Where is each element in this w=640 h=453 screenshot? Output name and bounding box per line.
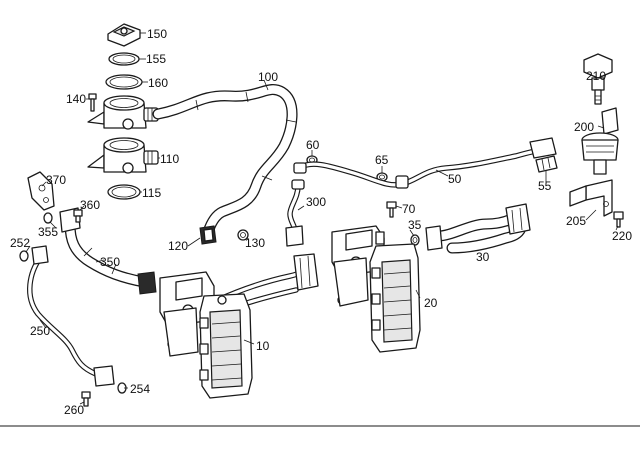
callout-60: 60 [306, 138, 320, 152]
part-252 [19, 250, 29, 262]
callout-55: 55 [538, 179, 552, 193]
callout-205: 205 [566, 214, 586, 228]
callout-160: 160 [148, 76, 168, 90]
callout-70: 70 [402, 202, 416, 216]
callout-140: 140 [66, 92, 86, 106]
part-200 [581, 107, 619, 175]
part-100-hose [152, 84, 298, 238]
part-35 [410, 234, 420, 246]
part-300 [285, 179, 305, 247]
part-120 [199, 225, 217, 245]
part-210 [583, 53, 613, 105]
part-360 [73, 209, 83, 223]
part-370 [27, 171, 55, 211]
part-350-hose [59, 207, 157, 295]
part-160 [105, 74, 143, 90]
callout-254: 254 [130, 382, 150, 396]
callout-250: 250 [30, 324, 50, 338]
callout-355: 355 [38, 225, 58, 239]
part-30-hose [425, 203, 531, 254]
callout-130: 130 [245, 236, 265, 250]
part-250-pipe [27, 245, 115, 387]
part-115 [107, 184, 141, 200]
callout-155: 155 [146, 52, 166, 66]
callout-50: 50 [448, 172, 462, 186]
part-140 [88, 93, 97, 112]
callout-220: 220 [612, 229, 632, 243]
callout-300: 300 [306, 195, 326, 209]
part-355 [43, 212, 53, 224]
leader-lines [25, 32, 619, 405]
callout-120: 120 [168, 239, 188, 253]
callout-360: 360 [80, 198, 100, 212]
callout-35: 35 [408, 218, 422, 232]
callout-20: 20 [424, 296, 438, 310]
callout-115: 115 [142, 186, 161, 200]
thermostat-housing-upper [87, 95, 159, 130]
part-150 [107, 23, 141, 47]
part-70 [386, 201, 397, 218]
callout-10: 10 [256, 339, 270, 353]
callout-30: 30 [476, 250, 490, 264]
callout-65: 65 [375, 153, 389, 167]
callout-350: 350 [100, 255, 120, 269]
callout-210: 210 [586, 69, 606, 83]
part-50-pipe [293, 137, 557, 189]
part-130 [237, 229, 249, 241]
part-20 [331, 225, 421, 353]
callout-252: 252 [10, 236, 30, 250]
callout-110: 110 [160, 152, 179, 166]
part-110 [87, 137, 159, 174]
part-220 [613, 211, 624, 228]
callout-260: 260 [64, 403, 84, 417]
part-155 [108, 52, 140, 66]
callout-150: 150 [147, 27, 167, 41]
callout-200: 200 [574, 120, 594, 134]
callout-100: 100 [258, 70, 278, 84]
part-10 [159, 253, 319, 399]
callout-370: 370 [46, 173, 66, 187]
part-205 [569, 179, 613, 217]
callout-labels: 150 155 160 140 110 115 100 120 130 60 6… [10, 27, 632, 417]
part-55 [535, 155, 558, 173]
